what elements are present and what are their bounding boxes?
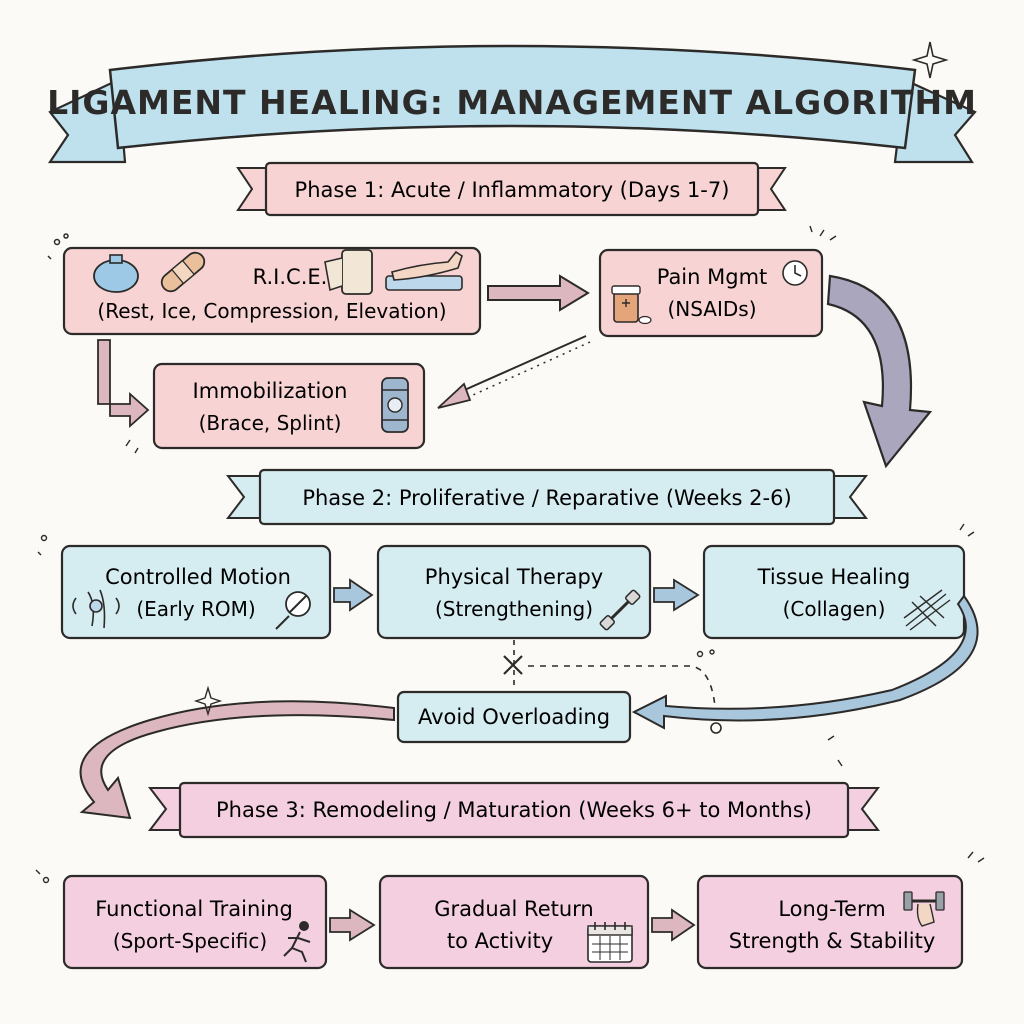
arrow-pain-to-immobilization: [437, 335, 591, 409]
calendar-icon: [587, 922, 633, 963]
immobilization-detail: (Brace, Splint): [199, 411, 342, 435]
node-long-term: Long-Term Strength & Stability: [696, 874, 964, 970]
node-pain-mgmt: Pain Mgmt (NSAIDs): [598, 248, 824, 338]
dumbbell-arm-icon: [903, 891, 945, 927]
arrow-phase2-to-phase3: [79, 700, 395, 820]
node-tissue-healing: Tissue Healing (Collagen): [702, 544, 966, 640]
knee-brace-icon: [381, 377, 409, 433]
joint-motion-icon: [72, 589, 120, 629]
avoid-overloading-label: Avoid Overloading: [418, 705, 610, 729]
rice-title: R.I.C.E.: [253, 265, 328, 289]
node-physical-therapy: Physical Therapy (Strengthening): [376, 544, 652, 640]
ribbon-band: [108, 44, 917, 150]
phase-1-label: Phase 1: Acute / Inflammatory (Days 1-7): [295, 178, 730, 202]
rice-detail: (Rest, Ice, Compression, Elevation): [97, 299, 446, 323]
arrow-rice-to-immobilization: [97, 339, 150, 429]
arrow-healing-to-avoid: [631, 594, 979, 730]
tissue-healing-title: Tissue Healing: [757, 565, 911, 589]
elevated-leg-icon: [385, 250, 463, 291]
arrow-therapy-to-healing: [653, 578, 700, 612]
arrow-motion-to-therapy: [333, 578, 374, 612]
gradual-return-title: Gradual Return: [434, 897, 593, 921]
decorative-dots: [47, 233, 69, 260]
controlled-motion-detail: (Early ROM): [136, 597, 255, 621]
gradual-return-detail: to Activity: [447, 929, 553, 953]
phase-1-banner: Phase 1: Acute / Inflammatory (Days 1-7): [236, 161, 787, 217]
functional-training-title: Functional Training: [95, 897, 293, 921]
compression-wrap-icon: [324, 249, 373, 295]
sparkle-icon: [911, 41, 949, 79]
physical-therapy-title: Physical Therapy: [425, 565, 603, 589]
controlled-motion-title: Controlled Motion: [105, 565, 291, 589]
tissue-healing-detail: (Collagen): [783, 597, 886, 621]
node-rice: R.I.C.E. (Rest, Ice, Compression, Elevat…: [62, 246, 482, 336]
decorative-doodles: [35, 225, 985, 884]
node-controlled-motion: Controlled Motion (Early ROM): [60, 544, 332, 640]
bandage-icon: [160, 251, 206, 293]
pain-mgmt-detail: (NSAIDs): [667, 297, 756, 321]
ice-pack-icon: [93, 254, 139, 293]
arrow-rice-to-pain: [487, 274, 590, 312]
arrow-return-to-longterm: [651, 908, 696, 942]
page-title: LIGAMENT HEALING: MANAGEMENT ALGORITHM: [47, 83, 977, 122]
long-term-title: Long-Term: [778, 897, 885, 921]
node-avoid-overloading: Avoid Overloading: [396, 690, 632, 744]
physical-therapy-detail: (Strengthening): [435, 597, 593, 621]
long-term-detail: Strength & Stability: [729, 929, 936, 953]
arrow-functional-to-return: [329, 908, 376, 942]
phase-3-label: Phase 3: Remodeling / Maturation (Weeks …: [216, 798, 812, 822]
goniometer-icon: [275, 591, 311, 630]
node-immobilization: Immobilization (Brace, Splint): [152, 362, 426, 450]
node-functional-training: Functional Training (Sport-Specific): [62, 874, 328, 970]
functional-training-detail: (Sport-Specific): [113, 929, 267, 953]
arrow-phase1-to-phase2: [826, 274, 933, 469]
pill-bottle-icon: [611, 285, 652, 325]
title-ribbon: LIGAMENT HEALING: MANAGEMENT ALGORITHM: [47, 44, 977, 164]
phase-2-banner: Phase 2: Proliferative / Reparative (Wee…: [225, 468, 869, 526]
runner-icon: [283, 921, 311, 963]
phase-3-banner: Phase 3: Remodeling / Maturation (Weeks …: [147, 781, 881, 839]
node-gradual-return: Gradual Return to Activity: [378, 874, 650, 970]
phase-2-label: Phase 2: Proliferative / Reparative (Wee…: [302, 486, 791, 510]
collagen-fibers-icon: [903, 589, 951, 631]
pain-mgmt-title: Pain Mgmt: [657, 265, 768, 289]
resistance-band-icon: [599, 589, 641, 631]
clock-icon: [782, 260, 808, 286]
immobilization-title: Immobilization: [193, 379, 348, 403]
